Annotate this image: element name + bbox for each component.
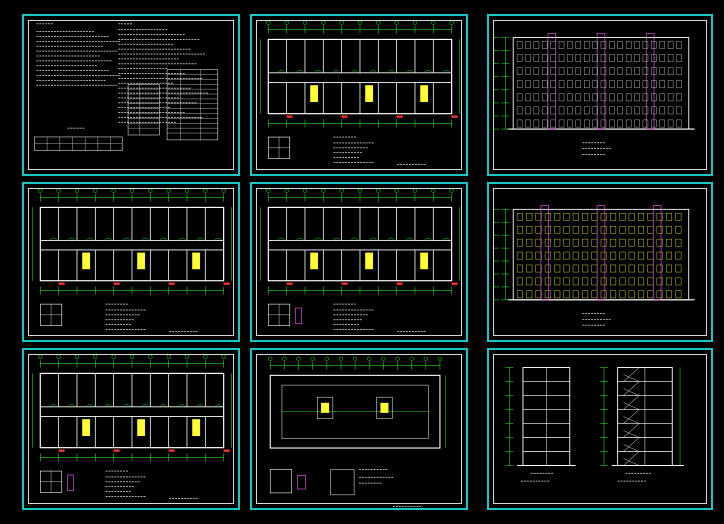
elevation-drawing: [493, 205, 695, 326]
roof-drawing: [268, 356, 447, 507]
sheet-floor-plan-1[interactable]: [250, 14, 468, 176]
sheet-border: [256, 20, 462, 170]
sheet-floor-plan-2[interactable]: [22, 182, 240, 342]
sheet-border: [28, 354, 234, 504]
plan-drawing: [32, 354, 232, 499]
sheet-border: [256, 354, 462, 504]
sheet-border: [28, 188, 234, 336]
plan-drawing: [32, 188, 232, 332]
notes-drawing: [34, 23, 219, 151]
sheet-border: [493, 20, 707, 170]
sheet-front-elevation[interactable]: [487, 14, 713, 176]
plan-drawing: [260, 20, 460, 165]
plan-drawing: [260, 188, 460, 332]
sheet-border: [256, 188, 462, 336]
sheet-border: [28, 20, 234, 170]
sheet-floor-plan-4[interactable]: [22, 348, 240, 510]
sheet-border: [493, 188, 707, 336]
sheet-sections[interactable]: [487, 348, 713, 510]
sheet-design-notes[interactable]: [22, 14, 240, 176]
section-drawing: [505, 367, 684, 482]
sheet-border: [493, 354, 707, 504]
elevation-drawing: [493, 33, 695, 155]
sheet-roof-plan[interactable]: [250, 348, 468, 510]
sheet-rear-elevation[interactable]: [487, 182, 713, 342]
sheet-floor-plan-3[interactable]: [250, 182, 468, 342]
